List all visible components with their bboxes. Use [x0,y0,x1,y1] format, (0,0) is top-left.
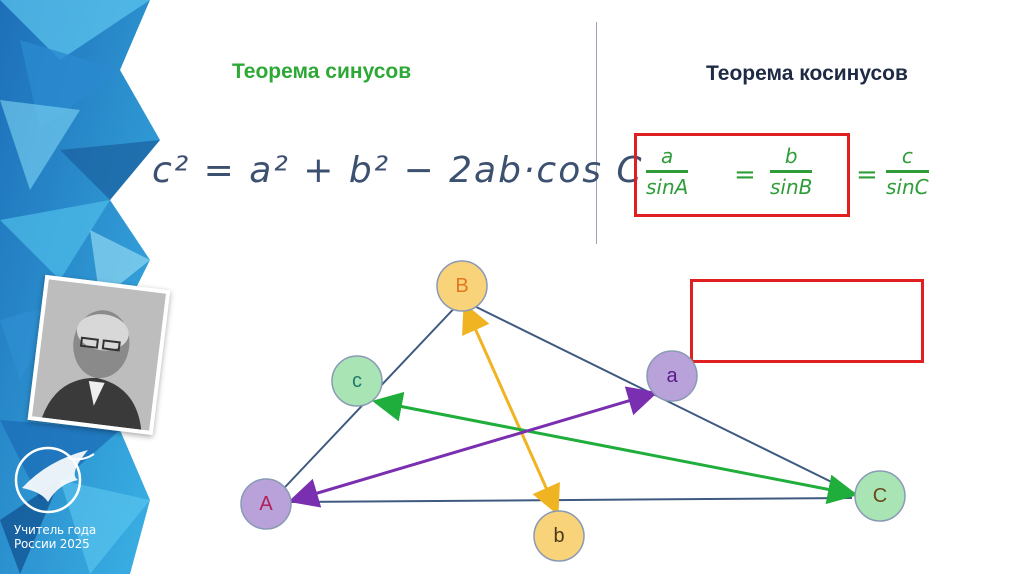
cosine-theorem-title: Теорема косинусов [706,62,908,85]
fraction-bar [886,170,929,173]
logo-line2: России 2025 [14,537,90,551]
node-b-label: b [553,525,564,547]
node-a: a [646,350,698,402]
arrow-A-to-a [288,386,658,508]
fraction-b-over-sinB: b sinB [770,144,813,199]
vertical-divider [596,22,597,244]
logo-caption: Учитель года России 2025 [14,523,114,551]
node-B-label: B [455,275,468,297]
node-c-label: c [352,370,362,392]
denominator-sinA: sinA [646,175,689,199]
numerator-c: c [901,144,913,168]
node-A-label: A [259,493,273,515]
fraction-bar [646,170,689,173]
edge-AC [273,492,853,513]
equals-sign: = [856,160,878,190]
node-C-label: C [873,485,887,507]
node-a-label: a [666,365,678,387]
fraction-a-over-sinA: a sinA [646,144,689,199]
sine-formula-frame [634,133,850,217]
numerator-b: b [784,144,798,168]
fraction-bar [770,170,813,173]
teacher-of-year-logo [8,440,108,520]
node-b: b [533,510,585,562]
empty-answer-box[interactable] [690,279,924,363]
logo-line1: Учитель года [14,523,97,537]
denominator-sinB: sinB [770,175,813,199]
node-C: C [854,470,906,522]
arrow-c-to-C [372,391,858,505]
fraction-c-over-sinC: c sinC [886,145,929,198]
arrow-B-to-b [462,302,560,516]
cosine-formula: c² = a² + b² − 2ab·cos C [152,150,644,191]
equals-sign: = [734,160,756,190]
denominator-sinC: sinC [886,175,929,199]
node-A: A [240,478,292,530]
node-B: B [436,260,488,312]
portrait-photo [27,274,171,436]
numerator-a: a [661,144,674,168]
sine-theorem-title: Теорема синусов [232,60,412,83]
node-c: c [331,355,383,407]
